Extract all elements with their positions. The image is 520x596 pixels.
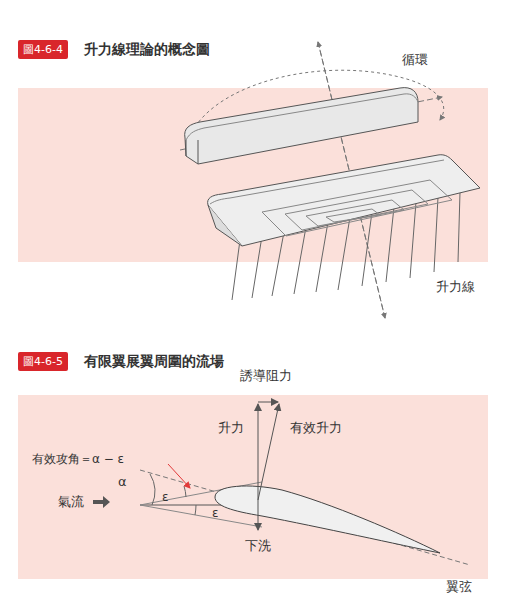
lift-line-label: 升力線 [436, 279, 475, 295]
panel [18, 395, 488, 579]
figure-badge: 圖4-6-5 有限翼展翼周圍的流場 [18, 351, 224, 371]
figure-title: 升力線理論的概念圖 [84, 41, 210, 59]
figure-badge: 圖4-6-4 升力線理論的概念圖 [18, 39, 210, 59]
lifting-line-figure [180, 42, 480, 318]
figure-number: 圖4-6-5 [18, 352, 68, 371]
effective-lift-label: 有效升力 [290, 420, 342, 436]
panel [18, 88, 488, 262]
epsilon-symbol: ε [212, 506, 219, 520]
figure-number: 圖4-6-4 [18, 40, 68, 59]
airflow-label: 氣流 [58, 494, 84, 510]
figure-title: 有限翼展翼周圍的流場 [84, 353, 224, 371]
downwash-label: 下洗 [245, 538, 271, 554]
lift-label: 升力 [218, 420, 244, 436]
induced-drag-label: 誘導阻力 [240, 368, 292, 384]
effective-aoa-label: 有效攻角＝α − ε [32, 452, 124, 466]
chord-label: 翼弦 [446, 579, 472, 595]
circulation-label: 循環 [402, 52, 428, 68]
alpha-symbol: α [118, 474, 127, 490]
epsilon-symbol: ε [162, 490, 169, 504]
airfoil-flow-figure [93, 402, 470, 565]
